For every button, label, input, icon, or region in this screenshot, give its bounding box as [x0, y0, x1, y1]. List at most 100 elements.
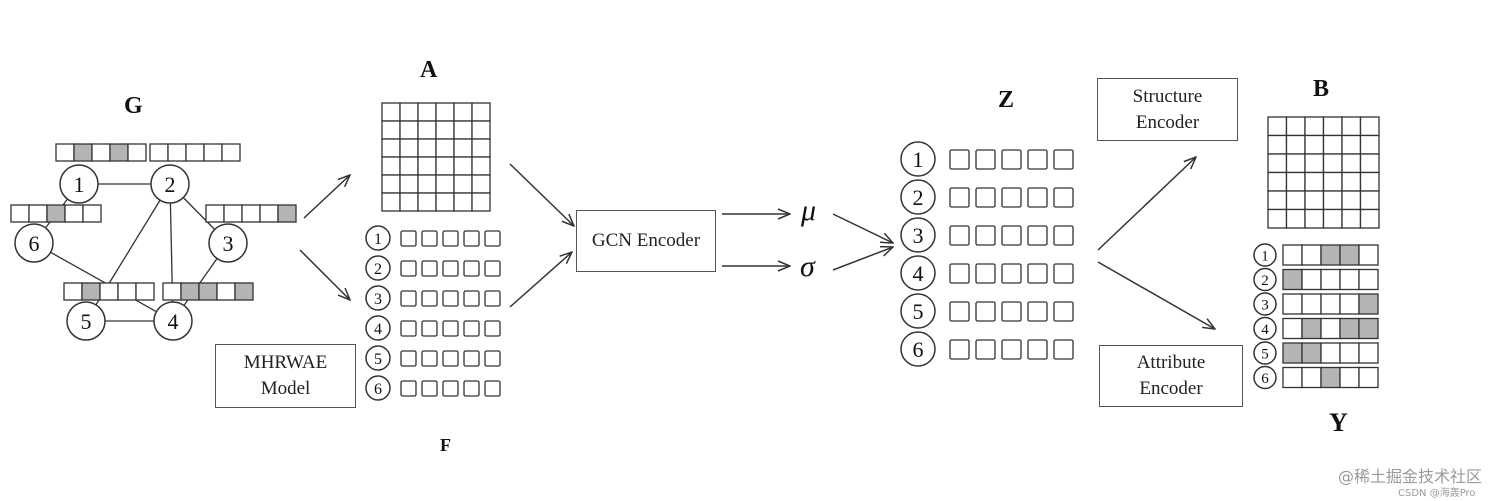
label-A: A: [420, 57, 438, 83]
z-row-6-number: 6: [913, 337, 924, 362]
a-matrix-cell: [417, 138, 437, 158]
arrow-a-to-gcn: [509, 163, 574, 226]
f-row-1-number: 1: [374, 231, 382, 248]
feature-bar-1-cell: [127, 143, 147, 162]
a-matrix-cell: [417, 156, 437, 176]
feature-bar-4-cell: [180, 282, 200, 301]
b-matrix-cell: [1341, 153, 1362, 174]
feature-bar-2-cell: [203, 143, 223, 162]
f-row-5-square: [484, 350, 501, 367]
graph-node-6-circle: [14, 223, 54, 263]
feature-bar-3-cell: [277, 204, 297, 223]
structure-line1: Structure: [1132, 85, 1203, 107]
b-matrix-cell: [1322, 208, 1343, 229]
z-row-5-square: [975, 301, 996, 322]
feature-bar-2-cell: [167, 143, 187, 162]
b-matrix-cell: [1285, 134, 1306, 155]
f-row-6-number: 6: [374, 381, 382, 398]
z-row-2-circle: [900, 179, 936, 215]
feature-bar-2-cell: [185, 143, 205, 162]
z-row-5-circle: [900, 293, 936, 329]
feature-bar-6-cell: [46, 204, 66, 223]
b-matrix-cell: [1304, 208, 1325, 229]
y-row-4-cell: [1339, 317, 1360, 340]
graph-node-2-circle: [150, 164, 190, 204]
a-matrix-cell: [381, 192, 401, 212]
b-matrix-cell: [1322, 153, 1343, 174]
feature-bar-4-cell: [198, 282, 218, 301]
y-row-5-cell: [1282, 342, 1303, 364]
y-row-5-number: 5: [1261, 346, 1269, 362]
f-row-3-circle: [365, 285, 391, 311]
y-row-3-cell: [1358, 293, 1379, 315]
y-row-3-number: 3: [1261, 297, 1269, 313]
feature-bar-1-cell: [55, 143, 75, 162]
a-matrix-cell: [435, 174, 455, 194]
y-row-1-cell: [1320, 244, 1341, 266]
z-row-2-square: [1001, 187, 1022, 208]
f-row-6-square: [463, 380, 480, 397]
a-matrix-cell: [471, 192, 491, 212]
graph-node-3-circle: [208, 223, 248, 263]
a-matrix-cell: [471, 138, 491, 158]
b-matrix-cell: [1267, 208, 1288, 229]
b-matrix-cell: [1304, 171, 1325, 192]
label-F: F: [440, 435, 451, 455]
b-matrix-cell: [1322, 190, 1343, 211]
z-row-3-square: [975, 225, 996, 246]
f-row-3-square: [463, 290, 480, 307]
f-row-4-circle: [365, 315, 391, 341]
b-matrix-cell: [1285, 208, 1306, 229]
y-row-2-cell: [1358, 268, 1379, 291]
z-row-3-square: [949, 225, 970, 246]
a-matrix-cell: [381, 102, 401, 122]
f-row-6-square: [400, 380, 417, 397]
b-matrix-cell: [1359, 190, 1380, 211]
z-row-4-square: [949, 263, 970, 284]
a-matrix-cell: [399, 156, 419, 176]
z-row-2-square: [975, 187, 996, 208]
b-matrix-cell: [1267, 153, 1288, 174]
a-matrix-cell: [471, 102, 491, 122]
a-matrix-cell: [435, 120, 455, 140]
b-matrix-cell: [1322, 116, 1343, 137]
f-row-5-square: [463, 350, 480, 367]
z-row-5-square: [1027, 301, 1048, 322]
z-row-1-square: [1053, 149, 1074, 170]
z-row-1-number: 1: [913, 147, 924, 172]
a-matrix-cell: [399, 120, 419, 140]
b-matrix-cell: [1304, 190, 1325, 211]
y-row-2-cell: [1301, 268, 1322, 291]
f-row-5-square: [442, 350, 459, 367]
z-row-1-square: [975, 149, 996, 170]
label-Z: Z: [998, 87, 1015, 113]
z-row-4-square: [1001, 263, 1022, 284]
y-row-6-cell: [1320, 366, 1341, 389]
graph-node-5-number: 5: [81, 309, 92, 334]
arrow-sigma-to-z: [832, 247, 893, 271]
b-matrix-cell: [1285, 153, 1306, 174]
graph-node-3-number: 3: [223, 231, 234, 256]
feature-bar-2-cell: [149, 143, 169, 162]
b-matrix-cell: [1359, 171, 1380, 192]
feature-bar-4-cell: [234, 282, 254, 301]
feature-bar-6-cell: [82, 204, 102, 223]
graph-node-1-number: 1: [74, 172, 85, 197]
y-row-5-cell: [1301, 342, 1322, 364]
feature-bar-5-cell: [63, 282, 83, 301]
feature-bar-1-cell: [91, 143, 111, 162]
feature-bar-4-cell: [162, 282, 182, 301]
a-matrix-cell: [417, 174, 437, 194]
a-matrix-cell: [471, 156, 491, 176]
f-row-1-square: [421, 230, 438, 247]
a-matrix-cell: [417, 192, 437, 212]
f-row-2-square: [421, 260, 438, 277]
f-row-6-square: [421, 380, 438, 397]
f-row-2-square: [400, 260, 417, 277]
z-row-4-circle: [900, 255, 936, 291]
arrow-mu-to-z: [832, 213, 893, 243]
f-row-5-number: 5: [374, 351, 382, 368]
y-row-1-cell: [1358, 244, 1379, 266]
graph-node-4-number: 4: [168, 309, 179, 334]
z-row-3-square: [1053, 225, 1074, 246]
